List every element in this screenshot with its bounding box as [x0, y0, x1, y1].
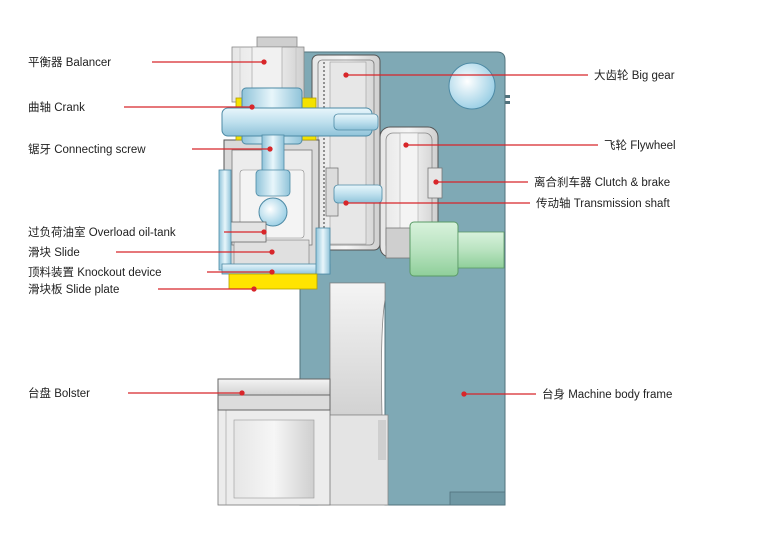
- crank: [221, 87, 373, 227]
- label-transmission-shaft: 传动轴 Transmission shaft: [536, 196, 671, 210]
- base-block: [217, 409, 331, 506]
- label-knockout-device: 顶料装置 Knockout device: [28, 265, 162, 279]
- labels: 平衡器 Balancer 曲轴 Crank 锯牙 Connecting scre…: [28, 56, 676, 401]
- label-flywheel: 飞轮 Flywheel: [604, 138, 676, 152]
- big-gear: [311, 54, 381, 251]
- label-bolster: 台盘 Bolster: [28, 386, 90, 400]
- motor-pulley: [448, 62, 496, 110]
- motor: [385, 221, 505, 277]
- label-overload-oil-tank: 过负荷油室 Overload oil-tank: [28, 225, 176, 239]
- transmission-shaft: [333, 113, 383, 204]
- label-connecting-screw: 锯牙 Connecting screw: [28, 142, 146, 156]
- label-big-gear: 大齿轮 Big gear: [594, 68, 675, 82]
- label-clutch-brake: 离合刹车器 Clutch & brake: [534, 175, 670, 189]
- label-slide-plate: 滑块板 Slide plate: [28, 282, 119, 296]
- label-machine-body-frame: 台身 Machine body frame: [542, 387, 672, 401]
- bolster: [217, 378, 331, 411]
- label-crank: 曲轴 Crank: [28, 100, 85, 114]
- label-slide: 滑块 Slide: [28, 246, 80, 259]
- leader-lines: [116, 59, 598, 397]
- label-balancer: 平衡器 Balancer: [28, 56, 111, 69]
- slide-plate: [228, 273, 318, 290]
